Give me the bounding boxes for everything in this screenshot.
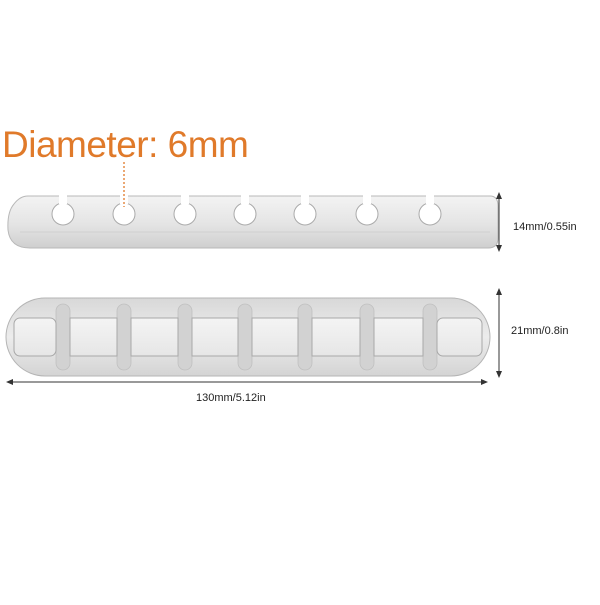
depth-dimension-label: 21mm/0.8in [511,325,569,337]
top-pad [251,317,299,357]
cable-hole-side [233,194,257,226]
cable-hole-side [173,194,197,226]
top-pad [311,317,361,357]
cable-hole-side [418,194,442,226]
height-dimension-label: 14mm/0.55in [513,221,577,233]
top-pad [436,317,483,357]
top-pad [13,317,57,357]
length-dimension-label: 130mm/5.12in [196,392,266,404]
diameter-label: Diameter: 6mm [2,124,249,165]
top-pad [69,317,118,357]
top-pad [130,317,179,357]
top-view-bar [5,297,491,377]
top-pad [373,317,424,357]
depth-dimension-line [496,288,502,378]
cable-slot-top [237,303,253,371]
cable-hole-side [293,194,317,226]
side-view-bar [7,194,499,249]
cable-slot-top [177,303,193,371]
cable-hole-side [51,194,75,226]
length-dimension-line [6,379,488,385]
cable-hole-side [355,194,379,226]
top-pad [191,317,239,357]
cable-slot-top [422,303,438,371]
cable-slot-top [55,303,71,371]
cable-slot-top [116,303,132,371]
cable-slot-top [359,303,375,371]
cable-slot-top [297,303,313,371]
height-dimension-line [496,192,502,252]
